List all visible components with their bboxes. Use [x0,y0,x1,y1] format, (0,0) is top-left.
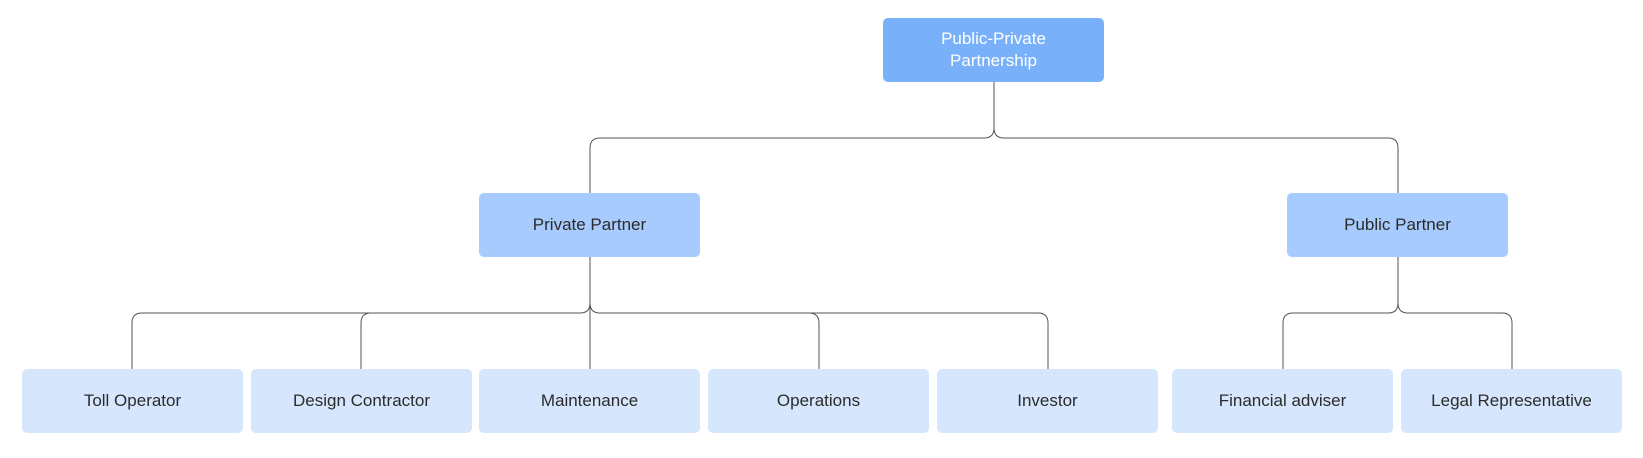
connector-private-to-investor [809,312,1049,369]
connector-root-to-public [993,127,1399,193]
node-financial-adviser[interactable]: Financial adviser [1172,369,1393,433]
node-public-private-partnership[interactable]: Public-Private Partnership [883,18,1104,82]
node-investor[interactable]: Investor [937,369,1158,433]
connector-private-to-toll-operator [131,302,591,369]
node-design-contractor[interactable]: Design Contractor [251,369,472,433]
node-legal-representative[interactable]: Legal Representative [1401,369,1622,433]
connector-public-to-legal-representative [1397,302,1513,369]
connector-public-to-financial-adviser [1282,302,1399,369]
node-toll-operator[interactable]: Toll Operator [22,369,243,433]
connector-private-to-operations [589,302,820,369]
connector-private-to-design-contractor [360,312,372,369]
node-private-partner[interactable]: Private Partner [479,193,700,257]
node-operations[interactable]: Operations [708,369,929,433]
node-public-partner[interactable]: Public Partner [1287,193,1508,257]
connector-root-to-private [589,82,995,193]
node-maintenance[interactable]: Maintenance [479,369,700,433]
